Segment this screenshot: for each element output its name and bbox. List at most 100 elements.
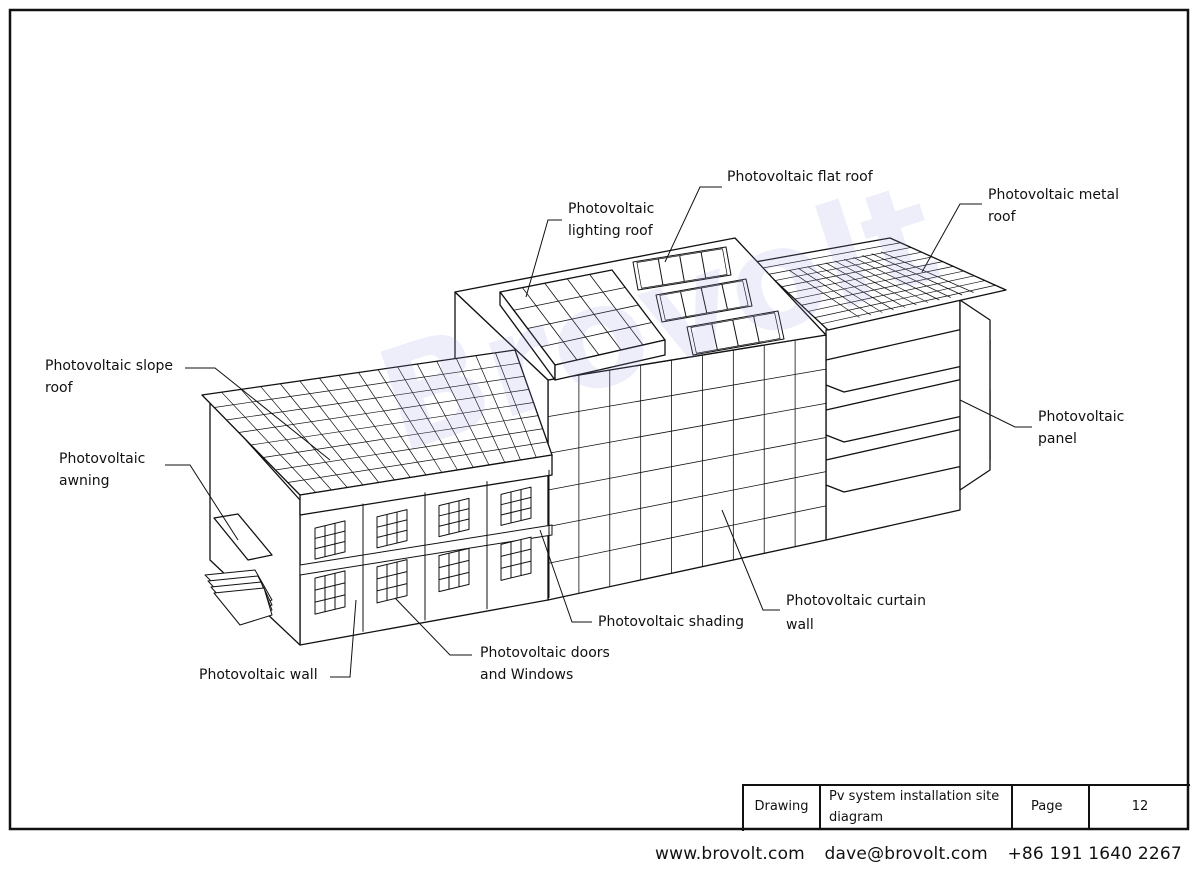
roof-panel-line	[825, 262, 906, 308]
pv-module	[541, 322, 652, 348]
roof-panel-line	[808, 275, 975, 312]
email-link[interactable]: dave@brovolt.com	[824, 844, 988, 864]
page-label: Page	[1031, 799, 1063, 814]
label-awning-line2: awning	[59, 473, 110, 489]
drawing-title-line2: diagram	[829, 809, 884, 825]
label-shading: Photovoltaic shading	[598, 614, 745, 630]
window	[314, 570, 346, 615]
label-slope-roof-line1: Photovoltaic slope	[45, 358, 174, 374]
phone-number: +86 191 1640 2267	[1007, 844, 1182, 864]
curtain-wall-mullion	[547, 402, 827, 454]
label-curtain-wall-line2: wall	[786, 617, 814, 633]
leader-flat-roof	[664, 186, 722, 263]
right-wing-side	[959, 299, 991, 491]
label-metal-roof-line2: roof	[988, 209, 1016, 225]
pv-module	[700, 287, 708, 314]
leader-curtain-wall	[721, 509, 780, 611]
roof-eave	[299, 454, 553, 516]
pv-array-frame	[659, 280, 749, 321]
roof-panel-line	[287, 441, 548, 483]
roof-panel-line	[788, 269, 860, 318]
window	[376, 559, 408, 604]
pv-module	[680, 291, 687, 317]
pv-module	[527, 304, 639, 329]
roof-panel-line	[774, 251, 922, 281]
window-pane	[314, 541, 346, 550]
pv-module	[753, 316, 760, 343]
label-curtain-wall-line1: Photovoltaic curtain	[786, 593, 926, 609]
pv-module	[513, 287, 626, 311]
leader-doors-windows	[394, 597, 472, 656]
roof-panel-line	[862, 255, 951, 298]
window-pane	[314, 582, 346, 591]
label-lighting-roof-line1: Photovoltaic	[568, 201, 655, 217]
window-pane	[438, 559, 470, 569]
leader-lighting-roof	[525, 219, 562, 298]
title-block-page-number-cell: 12	[1092, 784, 1188, 829]
curtain-wall-mullion	[547, 471, 827, 528]
pv-module	[732, 320, 739, 346]
window	[376, 509, 408, 549]
lighting-roof-front	[554, 339, 666, 381]
drawing-border	[8, 8, 1190, 831]
contact-footer: www.brovolt.com dave@brovolt.com +86 191…	[655, 844, 1182, 864]
window	[438, 547, 470, 593]
window-pane	[438, 508, 470, 517]
window	[438, 497, 470, 538]
pv-module	[679, 255, 685, 282]
roof-panel-line	[816, 264, 894, 311]
metal-roof	[754, 237, 1007, 331]
roof-panel-line	[880, 251, 974, 293]
leader-panel	[959, 399, 1032, 428]
window-pane	[500, 548, 532, 557]
label-panel-line1: Photovoltaic	[1038, 409, 1125, 425]
window-pane	[500, 507, 532, 516]
title-block-page-cell: Page	[1015, 784, 1090, 829]
window-pane	[314, 530, 346, 539]
roof-panel-line	[821, 284, 996, 325]
roof-panel-line	[275, 428, 543, 471]
window-pane	[376, 583, 408, 592]
roof-panel-line	[853, 257, 940, 301]
window-pane	[376, 529, 408, 538]
window-pane	[314, 594, 346, 603]
roof-panel-line	[807, 266, 883, 313]
title-block-drawing-cell: Drawing	[744, 784, 821, 829]
pv-array-frame	[690, 312, 781, 354]
roof-panel-line	[250, 402, 534, 446]
pv-array-frame	[636, 248, 728, 289]
leader-awning	[165, 464, 239, 541]
label-metal-roof-line1: Photovoltaic metal	[988, 187, 1119, 203]
tower-front	[547, 334, 827, 601]
label-doors-windows-line2: and Windows	[480, 667, 574, 683]
window	[500, 536, 532, 581]
roof-panel-line	[844, 258, 929, 303]
leader-metal-roof	[921, 203, 982, 273]
label-panel-line2: panel	[1038, 431, 1077, 447]
roof-panel-line	[814, 280, 985, 318]
leader-slope-roof	[185, 367, 331, 461]
page-number: 12	[1131, 799, 1149, 814]
label-lighting-roof-line2: lighting roof	[568, 223, 653, 239]
label-slope-roof-line2: roof	[45, 380, 73, 396]
pv-module	[657, 258, 664, 285]
website-link[interactable]: www.brovolt.com	[655, 844, 805, 864]
roof-panel-line	[768, 247, 912, 275]
drawing-label: Drawing	[754, 799, 809, 814]
window-pane	[438, 571, 470, 581]
curtain-wall-mullion	[547, 437, 827, 491]
label-wall: Photovoltaic wall	[199, 667, 318, 683]
leader-shading	[539, 529, 592, 623]
pv-module	[721, 284, 728, 310]
curtain-wall-mullion	[547, 505, 827, 564]
roof-panel-line	[214, 362, 520, 408]
window-pane	[500, 496, 532, 506]
roof-panel-line	[834, 260, 917, 306]
drawing-title-line1: Pv system installation site	[829, 788, 1000, 804]
curtain-wall-mullion	[547, 368, 827, 418]
title-block	[742, 784, 1190, 831]
pv-module	[711, 323, 718, 350]
step	[213, 587, 273, 626]
